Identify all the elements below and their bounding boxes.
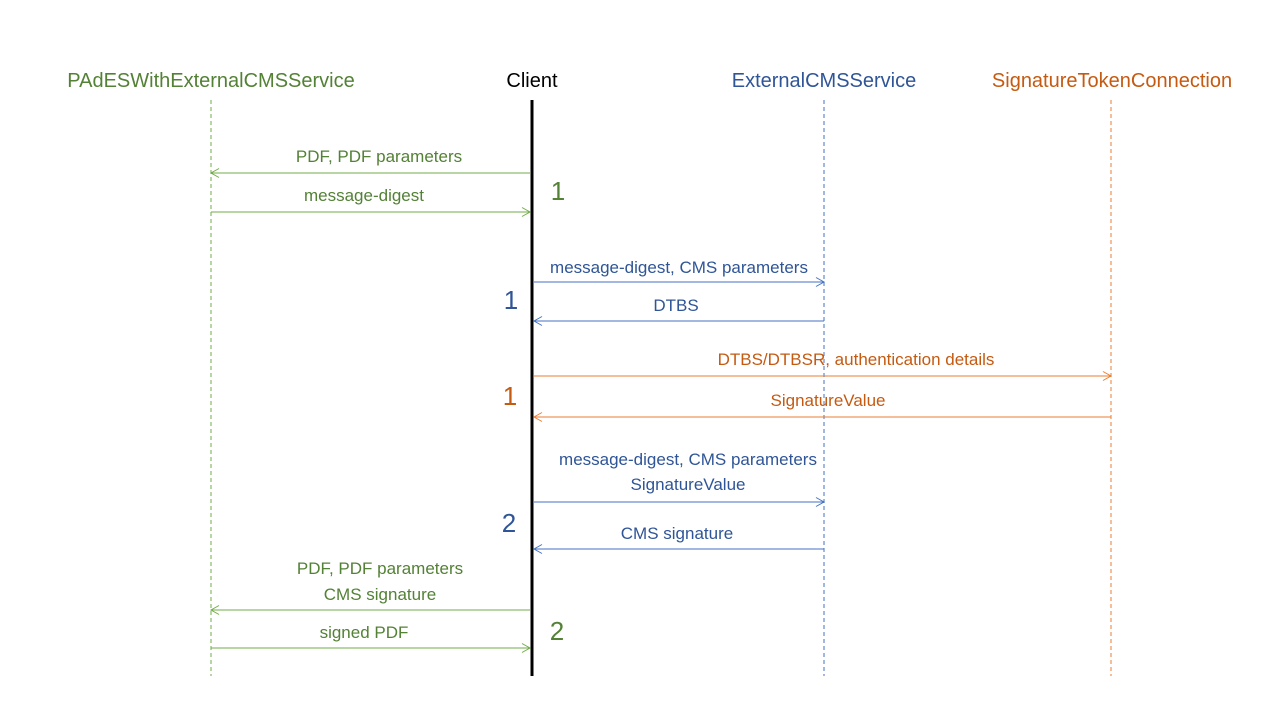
arrow-head [209, 605, 220, 615]
message-arrow [534, 497, 826, 507]
arrow-head [532, 544, 543, 554]
message-label: SignatureValue [771, 391, 886, 410]
message-label: CMS signature [324, 585, 436, 604]
participant-label-pades: PAdESWithExternalCMSService [67, 70, 355, 92]
message-arrow [534, 277, 826, 287]
message-arrow [532, 316, 824, 326]
message-arrow [209, 605, 530, 615]
participant-label-cms: ExternalCMSService [732, 70, 917, 92]
step-number: 1 [503, 381, 517, 411]
message-label: DTBS [653, 296, 698, 315]
message-label: message-digest, CMS parameters [550, 258, 808, 277]
participant-label-client: Client [506, 70, 558, 92]
message-arrow [209, 168, 530, 178]
arrow-head [521, 207, 532, 217]
message-arrow [532, 544, 824, 554]
arrow-head [532, 412, 543, 422]
participant-label-token: SignatureTokenConnection [992, 70, 1232, 92]
message-arrow [211, 207, 532, 217]
message-arrow [534, 371, 1113, 381]
message-label: signed PDF [320, 623, 409, 642]
message-label: message-digest [304, 186, 424, 205]
step-number: 1 [551, 176, 565, 206]
message-label: DTBS/DTBSR, authentication details [718, 350, 995, 369]
message-label: message-digest, CMS parameters [559, 450, 817, 469]
message-label: PDF, PDF parameters [297, 559, 463, 578]
step-number: 2 [502, 508, 516, 538]
step-number: 1 [504, 285, 518, 315]
arrow-head [815, 277, 826, 287]
step-number: 2 [550, 616, 564, 646]
arrow-head [1102, 371, 1113, 381]
message-arrow [532, 412, 1111, 422]
message-arrow [211, 643, 532, 653]
message-label: CMS signature [621, 524, 733, 543]
message-label: PDF, PDF parameters [296, 147, 462, 166]
arrow-head [209, 168, 220, 178]
arrow-head [521, 643, 532, 653]
message-label: SignatureValue [631, 475, 746, 494]
arrow-head [815, 497, 826, 507]
arrow-head [532, 316, 543, 326]
